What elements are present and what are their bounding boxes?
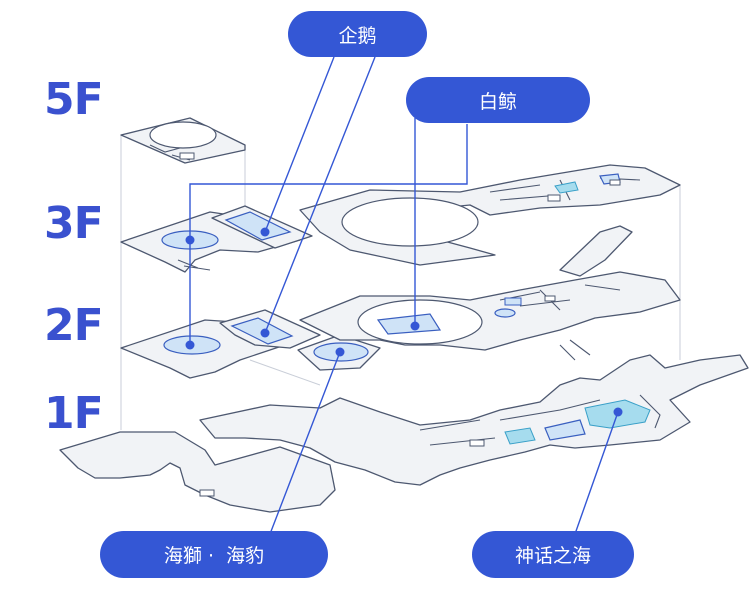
penguin-3f-dot: [260, 227, 270, 237]
floor-label-2f: 2F: [44, 300, 104, 351]
beluga-3f-dot: [185, 235, 195, 245]
callout-beluga: 白鲸: [406, 77, 590, 123]
callout-myth-sea: 神话之海: [472, 531, 634, 578]
myth-sea-1f-dot: [613, 407, 623, 417]
floor-1f-plan: [59, 354, 749, 513]
floor-5f-plan: [120, 117, 246, 164]
callout-dots: [185, 227, 623, 417]
floor-3f-plan: [120, 164, 681, 277]
beluga-2f-left-dot: [185, 340, 195, 350]
callout-sealion-seal: 海獅 · 海豹: [100, 531, 328, 578]
floor-label-3f: 3F: [44, 198, 104, 249]
penguin-2f-dot: [260, 328, 270, 338]
floor-label-5f: 5F: [44, 74, 104, 125]
beluga-2f-dot: [410, 321, 420, 331]
sealion-2f-dot: [335, 347, 345, 357]
callout-lines: [189, 56, 619, 535]
floor-2f-plan: [120, 271, 681, 379]
callout-penguin: 企鹅: [288, 11, 427, 57]
floor-label-1f: 1F: [44, 388, 104, 439]
